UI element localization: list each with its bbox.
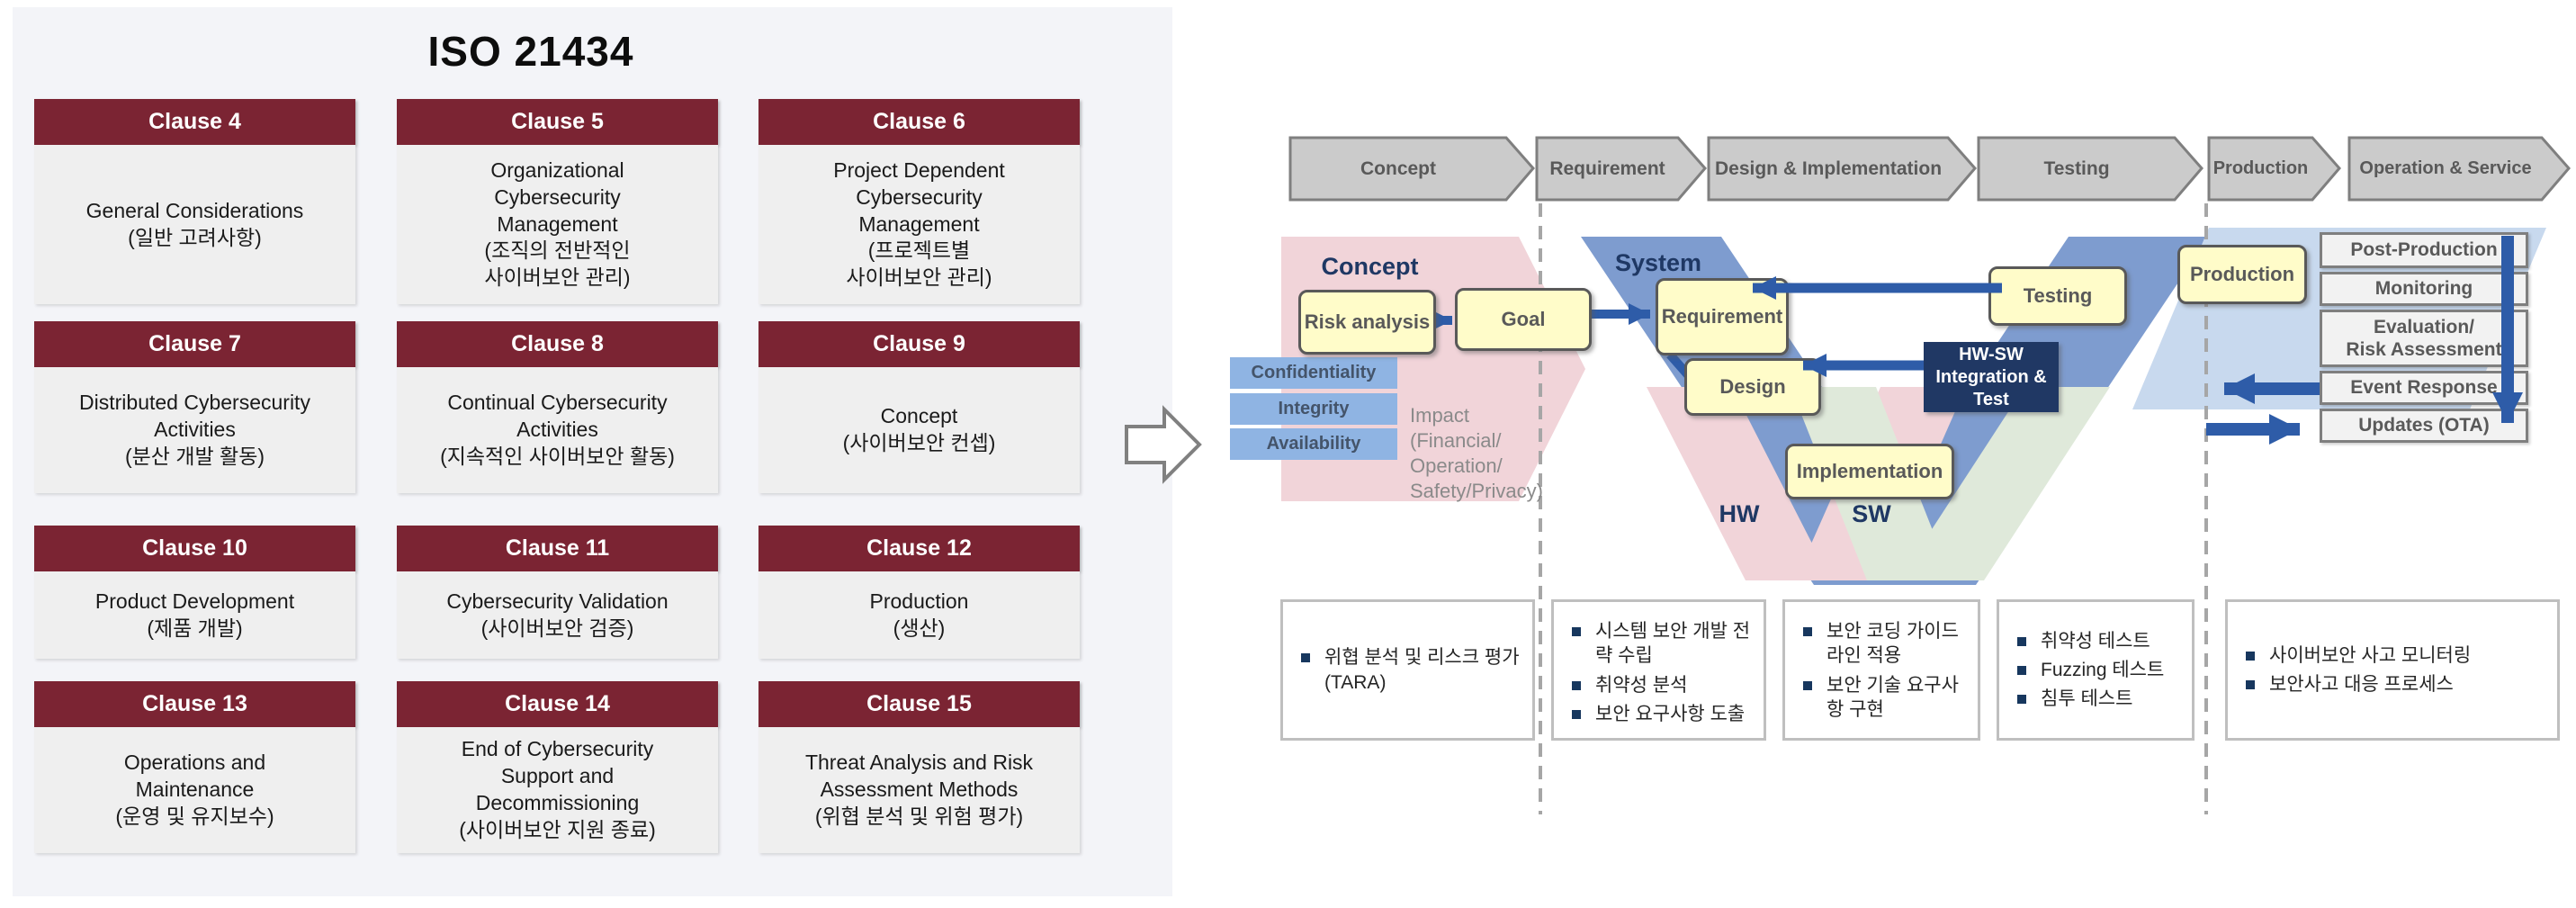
clause-card-10: Clause 10 Product Development (제품 개발) (34, 526, 355, 659)
clause-header: Clause 9 (758, 321, 1080, 367)
clause-header: Clause 6 (758, 99, 1080, 145)
note-item: 보안사고 대응 프로세스 (2240, 672, 2546, 697)
clause-body: End of Cybersecurity Support and Decommi… (397, 727, 718, 853)
clause-card-7: Clause 7 Distributed Cybersecurity Activ… (34, 321, 355, 493)
implementation-box: Implementation (1785, 444, 1954, 499)
clause-header: Clause 5 (397, 99, 718, 145)
risk-analysis-box: Risk analysis (1298, 290, 1436, 355)
post-production-box: Post-Production (2320, 232, 2528, 268)
clause-header: Clause 12 (758, 526, 1080, 571)
evaluation-risk-assessment-box: Evaluation/ Risk Assessment (2320, 310, 2528, 367)
production-box: Production (2177, 245, 2307, 304)
phase-testing: Testing (2043, 157, 2110, 179)
requirement-box: Requirement (1656, 278, 1789, 355)
clause-body: Operations and Maintenance (운영 및 유지보수) (34, 727, 355, 853)
note-item: 취약성 분석 (1566, 673, 1753, 697)
clause-card-9: Clause 9 Concept (사이버보안 컨셉) (758, 321, 1080, 493)
clause-header: Clause 8 (397, 321, 718, 367)
note-item: 취약성 테스트 (2012, 629, 2181, 653)
clause-card-13: Clause 13 Operations and Maintenance (운영… (34, 681, 355, 853)
clause-body: Cybersecurity Validation (사이버보안 검증) (397, 571, 718, 659)
clause-card-4: Clause 4 General Considerations (일반 고려사항… (34, 99, 355, 304)
cia-availability-box: Availability (1230, 428, 1397, 460)
clause-card-11: Clause 11 Cybersecurity Validation (사이버보… (397, 526, 718, 659)
phase-design-implementation: Design & Implementation (1714, 157, 1943, 179)
updates-ota-box: Updates (OTA) (2320, 409, 2528, 443)
clause-card-14: Clause 14 End of Cybersecurity Support a… (397, 681, 718, 853)
design-box: Design (1684, 358, 1821, 416)
testing-box: Testing (1988, 266, 2127, 326)
clause-body: Distributed Cybersecurity Activities (분산… (34, 367, 355, 493)
clause-card-12: Clause 12 Production (생산) (758, 526, 1080, 659)
hw-section-label: HW (1719, 500, 1760, 527)
note-box-testing: 취약성 테스트 Fuzzing 테스트 침투 테스트 (1997, 599, 2195, 741)
sw-section-label: SW (1852, 500, 1891, 527)
clause-card-8: Clause 8 Continual Cybersecurity Activit… (397, 321, 718, 493)
clause-body: Project Dependent Cybersecurity Manageme… (758, 145, 1080, 304)
clause-body: Product Development (제품 개발) (34, 571, 355, 659)
clause-body: Organizational Cybersecurity Management … (397, 145, 718, 304)
clause-header: Clause 10 (34, 526, 355, 571)
note-item: 침투 테스트 (2012, 687, 2181, 711)
event-response-box: Event Response (2320, 371, 2528, 405)
note-item: Fuzzing 테스트 (2012, 658, 2181, 682)
note-item: 위협 분석 및 리스크 평가(TARA) (1296, 645, 1521, 695)
clause-header: Clause 11 (397, 526, 718, 571)
clause-body: Concept (사이버보안 컨셉) (758, 367, 1080, 493)
monitoring-box: Monitoring (2320, 272, 2528, 306)
clause-card-5: Clause 5 Organizational Cybersecurity Ma… (397, 99, 718, 304)
note-item: 시스템 보안 개발 전략 수립 (1566, 619, 1753, 669)
clause-header: Clause 15 (758, 681, 1080, 727)
phase-operation-service: Operation & Service (2359, 158, 2532, 178)
system-section-label: System (1614, 249, 1702, 276)
clause-header: Clause 4 (34, 99, 355, 145)
cia-integrity-box: Integrity (1230, 393, 1397, 425)
clause-body: General Considerations (일반 고려사항) (34, 145, 355, 304)
impact-annotation: Impact (Financial/ Operation/ Safety/Pri… (1410, 404, 1543, 503)
clause-body: Continual Cybersecurity Activities (지속적인… (397, 367, 718, 493)
note-box-requirement: 시스템 보안 개발 전략 수립 취약성 분석 보안 요구사항 도출 (1551, 599, 1766, 741)
clause-card-6: Clause 6 Project Dependent Cybersecurity… (758, 99, 1080, 304)
cia-confidentiality-box: Confidentiality (1230, 357, 1397, 389)
note-item: 보안 코딩 가이드라인 적용 (1798, 619, 1967, 669)
clause-card-15: Clause 15 Threat Analysis and Risk Asses… (758, 681, 1080, 853)
phase-concept: Concept (1360, 157, 1436, 179)
hw-sw-integration-box: HW-SW Integration & Test (1924, 342, 2059, 412)
clause-header: Clause 13 (34, 681, 355, 727)
clause-header: Clause 14 (397, 681, 718, 727)
phase-production: Production (2212, 158, 2309, 178)
goal-box: Goal (1455, 288, 1592, 351)
note-box-operation: 사이버보안 사고 모니터링 보안사고 대응 프로세스 (2225, 599, 2560, 741)
note-item: 보안 기술 요구사항 구현 (1798, 673, 1967, 723)
clause-body: Production (생산) (758, 571, 1080, 659)
page-title: ISO 21434 (427, 28, 634, 75)
note-item: 사이버보안 사고 모니터링 (2240, 643, 2546, 668)
phase-requirement: Requirement (1549, 157, 1665, 179)
note-box-concept: 위협 분석 및 리스크 평가(TARA) (1280, 599, 1535, 741)
note-item: 보안 요구사항 도출 (1566, 702, 1753, 726)
clause-body: Threat Analysis and Risk Assessment Meth… (758, 727, 1080, 853)
note-box-design-implementation: 보안 코딩 가이드라인 적용 보안 기술 요구사항 구현 (1782, 599, 1980, 741)
clause-header: Clause 7 (34, 321, 355, 367)
concept-section-label: Concept (1321, 253, 1419, 280)
